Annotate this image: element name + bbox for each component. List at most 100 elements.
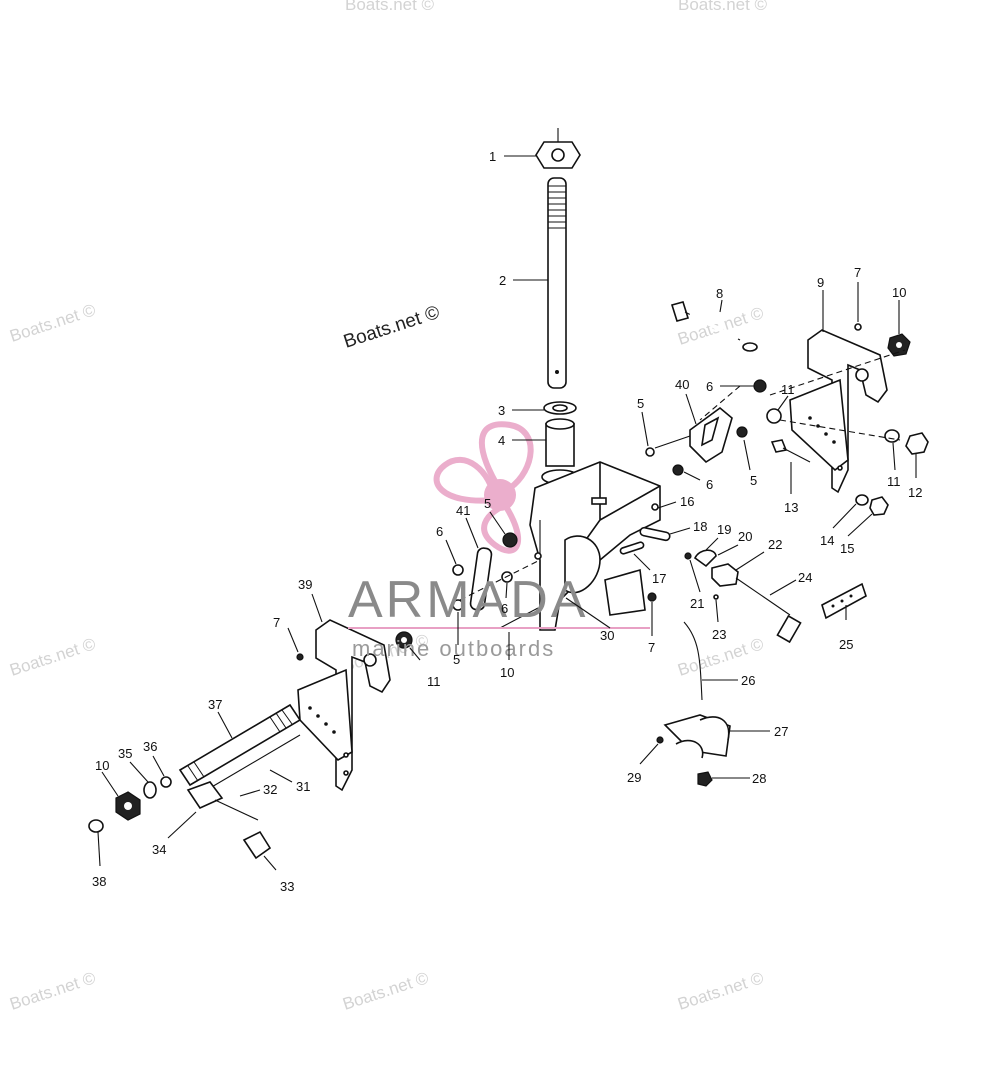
callout-number: 22 xyxy=(768,537,782,552)
callout-number: 21 xyxy=(690,596,704,611)
callout: 33 xyxy=(263,855,294,894)
callout: 10 xyxy=(500,632,514,680)
callout-number: 38 xyxy=(92,874,106,889)
callout: 11 xyxy=(777,382,795,411)
swivel-bracket xyxy=(529,461,661,631)
callout: 34 xyxy=(152,811,197,857)
callout-number: 15 xyxy=(840,541,854,556)
callout: 3 xyxy=(498,403,544,418)
callout: 20 xyxy=(717,529,752,556)
callout-number: 16 xyxy=(680,494,694,509)
callout-number: 5 xyxy=(453,652,460,667)
callout-number: 27 xyxy=(774,724,788,739)
callout-number: 17 xyxy=(652,571,666,586)
callout: 5 xyxy=(453,612,460,667)
callout-number: 6 xyxy=(501,601,508,616)
callout: 11 xyxy=(409,647,441,689)
callout: 5 xyxy=(743,439,757,488)
right-clamp-bracket xyxy=(789,329,888,494)
callout-number: 10 xyxy=(892,285,906,300)
brand-overlay: ARMADA marine outboards xyxy=(348,571,650,661)
brand-tagline: marine outboards xyxy=(352,636,555,661)
callout: 14 xyxy=(820,503,857,548)
callout-number: 5 xyxy=(484,496,491,511)
callout-number: 4 xyxy=(498,433,505,448)
callout-number: 31 xyxy=(296,779,310,794)
callout-number: 11 xyxy=(887,474,901,489)
callout-number: 5 xyxy=(637,396,644,411)
callout-number: 32 xyxy=(263,782,277,797)
callout: 1 xyxy=(489,149,536,164)
callout-labels: 1 2 3 4 5 5 5 5 6 6 6 6 7 7 7 8 9 10 10 … xyxy=(92,149,922,894)
callout-number: 40 xyxy=(675,377,689,392)
callout-number: 26 xyxy=(741,673,755,688)
callout-number: 6 xyxy=(706,379,713,394)
callout: 35 xyxy=(118,746,149,783)
part-tube xyxy=(547,177,567,389)
part-washer-bushing xyxy=(543,401,577,467)
callout-number: 30 xyxy=(600,628,614,643)
callout-number: 8 xyxy=(716,286,723,301)
callout: 6 xyxy=(436,524,457,565)
callout: 2 xyxy=(499,273,548,288)
callout: 26 xyxy=(702,673,755,688)
callout: 25 xyxy=(839,605,853,652)
callout: 6 xyxy=(706,379,754,394)
callout-number: 35 xyxy=(118,746,132,761)
callout-number: 34 xyxy=(152,842,166,857)
callout-number: 5 xyxy=(750,473,757,488)
callout: 12 xyxy=(908,454,922,500)
callout: 11 xyxy=(887,442,901,489)
callout: 17 xyxy=(633,553,666,586)
watermark: Boats.net © xyxy=(345,0,435,14)
brand-name: ARMADA xyxy=(348,571,588,629)
callout: 6 xyxy=(683,471,713,492)
callout: 7 xyxy=(854,265,861,322)
watermark: Boats.net © xyxy=(675,968,766,1014)
callout: 16 xyxy=(657,494,694,509)
callout-number: 36 xyxy=(143,739,157,754)
callout-number: 10 xyxy=(95,758,109,773)
callout: 7 xyxy=(273,615,299,653)
callout: 7 xyxy=(648,602,655,655)
callout-number: 20 xyxy=(738,529,752,544)
callout: 38 xyxy=(92,831,106,889)
callout: 32 xyxy=(239,782,277,797)
callout-number: 7 xyxy=(273,615,280,630)
watermark: Boats.net © xyxy=(7,300,98,346)
callout-number: 41 xyxy=(456,503,470,518)
callout-number: 6 xyxy=(436,524,443,539)
callout: 39 xyxy=(298,577,323,623)
callout: 40 xyxy=(675,377,697,425)
watermark: Boats.net © xyxy=(7,968,98,1014)
callout-number: 1 xyxy=(489,149,496,164)
callout-number: 11 xyxy=(427,674,441,689)
callout: 27 xyxy=(730,724,788,739)
callout: 19 xyxy=(705,522,731,551)
watermark: Boats.net © xyxy=(341,302,442,353)
callout-number: 14 xyxy=(820,533,834,548)
callout-number: 7 xyxy=(854,265,861,280)
linkage-parts xyxy=(619,503,802,644)
callout: 31 xyxy=(269,769,310,794)
middle-hardware xyxy=(452,532,657,629)
callout-number: 7 xyxy=(648,640,655,655)
callout: 41 xyxy=(456,503,479,549)
callout: 37 xyxy=(208,697,233,739)
callout: 29 xyxy=(627,743,659,785)
callout-number: 18 xyxy=(693,519,707,534)
callout-number: 2 xyxy=(499,273,506,288)
callout-number: 25 xyxy=(839,637,853,652)
watermark: Boats.net © xyxy=(7,634,98,680)
tilt-plate xyxy=(821,582,867,620)
callout-number: 29 xyxy=(627,770,641,785)
callout-number: 28 xyxy=(752,771,766,786)
callout: 23 xyxy=(712,599,726,642)
cable-clamp xyxy=(656,621,731,787)
callout-number: 12 xyxy=(908,485,922,500)
callout: 9 xyxy=(817,275,824,332)
callout: 6 xyxy=(501,582,508,616)
callout: 5 xyxy=(637,396,649,447)
callout: 30 xyxy=(565,597,614,643)
